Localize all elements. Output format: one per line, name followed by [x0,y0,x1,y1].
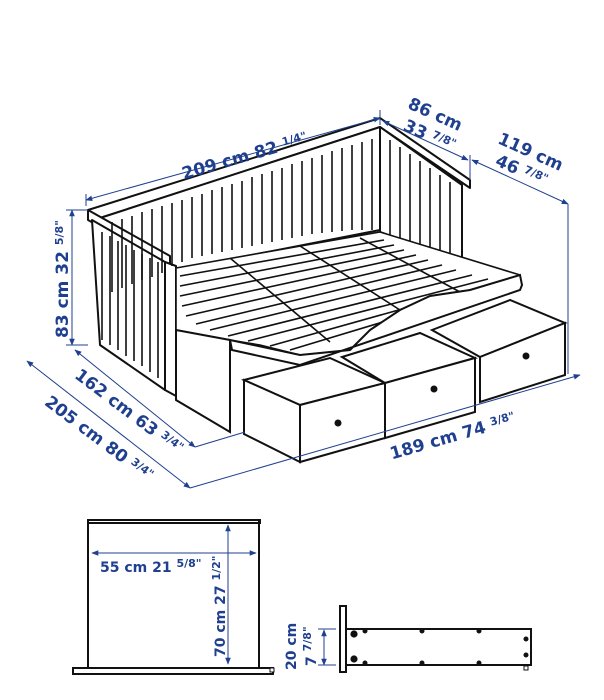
drawer-3[interactable] [429,298,568,404]
drawer-2[interactable] [339,331,478,440]
drawer-top-dimensions [91,524,257,665]
label-drawer-width: 55 cm 21 5/8" [100,557,202,576]
drawer-side-dimensions [318,628,336,666]
drawer-side-view [269,605,532,673]
drawer-1[interactable] [240,356,388,464]
drawer-top-view [72,519,274,675]
label-drawer-depth: 70 cm 27 1/2" [210,555,229,657]
dimension-lines [26,110,581,489]
label-drawer-height-in: 7 7/8" [301,626,320,666]
label-height: 83 cm 32 5/8" [53,220,73,338]
backrest-slats [111,139,451,292]
label-drawer-height-cm: 20 cm [284,622,300,670]
